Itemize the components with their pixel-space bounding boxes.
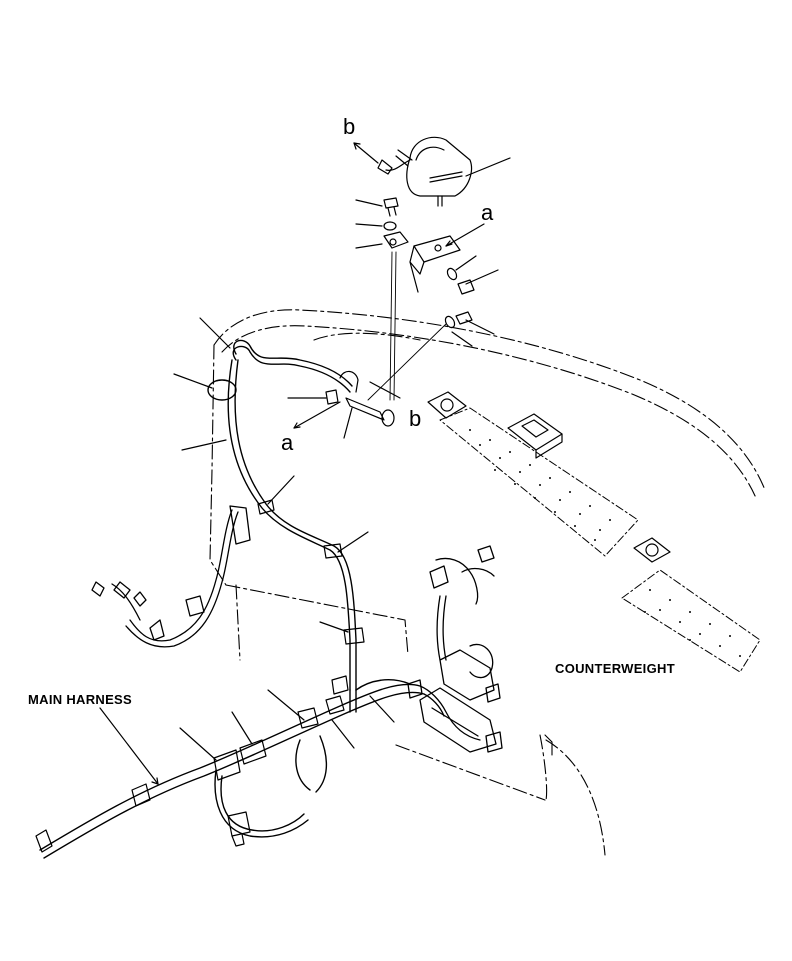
counterweight-plate-2 [507, 413, 563, 459]
lower-harness [39, 679, 425, 859]
cable-clamp-1 [257, 499, 275, 515]
leader-clamp-3 [319, 621, 349, 633]
cable-loop [207, 379, 237, 401]
leader-r1 [455, 255, 477, 271]
leader-lh-3 [267, 689, 305, 721]
bracket-a [409, 235, 461, 275]
bracket-clip [383, 231, 409, 249]
assembly-line-vertical-2 [393, 251, 397, 401]
bolt-top [383, 197, 399, 217]
leader-left-3 [181, 439, 227, 451]
leader-lh-1 [179, 727, 217, 761]
leader-left-1 [199, 317, 231, 349]
counterweight-outline [209, 309, 766, 856]
washer-top [383, 221, 397, 231]
dotted-panel-left [439, 407, 639, 557]
leader-washer [355, 223, 383, 227]
connector-cluster-left [35, 675, 349, 853]
leader-r4 [451, 331, 473, 347]
leader-bracket [409, 261, 419, 293]
ref-b-top: b [343, 114, 356, 139]
leader-clamp-1 [267, 475, 295, 505]
counterweight-label: COUNTERWEIGHT [555, 661, 675, 676]
leader-bolt-1 [355, 199, 383, 207]
arrow-b-top [353, 142, 379, 164]
main-harness-label: MAIN HARNESS [28, 692, 132, 707]
ref-b-bottom: b [409, 406, 422, 431]
counterweight-right-edge [544, 734, 553, 756]
cable-clamp-3 [343, 627, 365, 645]
arrow-b-bottom [369, 381, 401, 399]
leader-r2 [465, 269, 499, 285]
arrow-main-harness [99, 707, 159, 785]
leader-left-2 [173, 373, 213, 389]
cable-clamp-2 [323, 543, 343, 559]
harness-cable [227, 339, 357, 691]
assembly-line-vertical [389, 251, 393, 401]
connector-b [339, 370, 395, 427]
leader-lh-5 [369, 695, 395, 723]
washer-r1 [446, 267, 458, 281]
leader-nut [355, 243, 383, 249]
arrow-a-top [445, 223, 485, 247]
left-branch [91, 505, 251, 648]
leader-r3 [465, 319, 495, 335]
bolt-r1 [457, 279, 475, 295]
ref-a-bottom: a [281, 430, 294, 455]
assembly-line-diagonal [367, 323, 447, 401]
counterweight-plate-3 [633, 537, 671, 563]
ref-a-top: a [481, 200, 494, 225]
leader-clip-mid [343, 407, 353, 439]
clip-small [325, 389, 339, 405]
leader-horn [465, 157, 511, 177]
panel-dots [469, 429, 741, 657]
bolt-r2 [444, 311, 473, 329]
leader-lh-2 [231, 711, 253, 745]
leader-lh-4 [331, 719, 355, 749]
leader-clamp-2 [337, 531, 369, 553]
right-harness [407, 545, 503, 753]
horn-unit [377, 136, 473, 207]
dotted-panel-right [621, 569, 761, 673]
arrow-a-bottom [293, 401, 341, 429]
counterweight-plate-1 [427, 391, 467, 419]
